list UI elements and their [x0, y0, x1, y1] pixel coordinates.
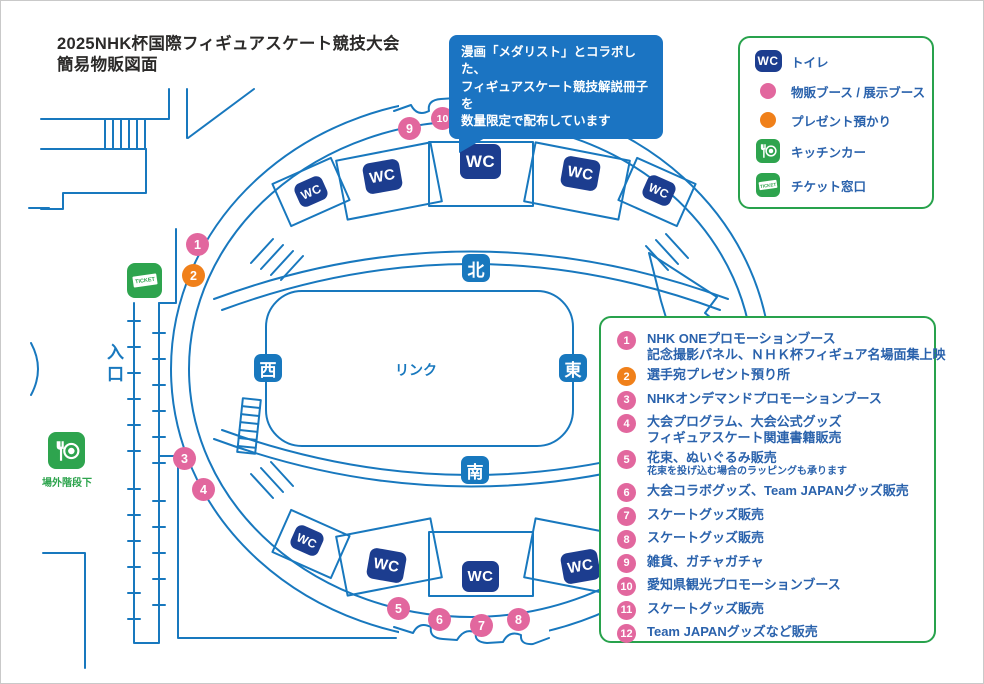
map-marker-8: 8: [507, 608, 530, 631]
ticket-window-icon: TICKET: [756, 173, 780, 197]
booth-list-item-6: 6 大会コラボグッズ、Team JAPANグッズ販売: [617, 483, 922, 503]
direction-badge-north: 北: [462, 254, 490, 282]
booth-list-item-3: 3 NHKオンデマンドプロモーションブース: [617, 390, 922, 410]
booth-number-badge: 5: [617, 450, 636, 470]
page-title-line1: 2025NHK杯国際フィギュアスケート競技大会: [57, 35, 400, 53]
callout-pointer: [459, 138, 485, 154]
callout-line: 漫画「メダリスト」とコラボした、: [461, 45, 637, 77]
booth-list-box: 1 NHK ONEプロモーションブース記念撮影パネル、ＮＨＫ杯フィギュア名場面集…: [599, 316, 945, 644]
direction-badge-east: 東: [559, 354, 587, 382]
wc-icon: WC: [754, 50, 782, 72]
legend-label: プレゼント預かり: [791, 114, 892, 129]
booth-number-badge: 10: [617, 577, 636, 597]
legend-item-merch-booth: 物販ブース / 展示ブース: [752, 82, 926, 101]
legend-item-gift-drop: プレゼント預かり: [752, 111, 922, 130]
map-marker-4: 4: [192, 478, 215, 501]
booth-number-badge: 3: [617, 390, 636, 410]
legend-label: キッチンカー: [791, 145, 867, 160]
booth-list-item-2: 2 選手宛プレゼント預り所: [617, 367, 922, 387]
direction-badge-west: 西: [254, 354, 282, 382]
booth-number-badge: 11: [617, 600, 636, 620]
map-marker-1: 1: [186, 233, 209, 256]
wc-icon: WC: [559, 548, 602, 585]
booth-list-item-9: 9 雑貨、ガチャガチャ: [617, 553, 922, 573]
booth-list-item-10: 10 愛知県観光プロモーションブース: [617, 577, 922, 597]
collab-callout: 漫画「メダリスト」とコラボした、 フィギュアスケート競技解説冊子を 数量限定で配…: [449, 35, 663, 154]
booth-number-badge: 6: [617, 483, 636, 503]
booth-number-badge: 9: [617, 553, 636, 573]
merch-booth-dot-icon: [760, 83, 776, 100]
callout-line: 数量限定で配布しています: [461, 114, 611, 128]
wc-icon: WC: [559, 155, 602, 192]
legend-label: トイレ: [791, 55, 829, 70]
kitchen-car-icon: [756, 139, 780, 164]
map-marker-7: 7: [470, 614, 493, 637]
map-marker-6: 6: [428, 608, 451, 631]
legend-label: 物販ブース / 展示ブース: [791, 85, 926, 100]
booth-number-badge: 2: [617, 367, 636, 387]
map-marker-3: 3: [173, 447, 196, 470]
booth-list-item-11: 11 スケートグッズ販売: [617, 600, 922, 620]
callout-line: フィギュアスケート競技解説冊子を: [461, 79, 649, 111]
wc-icon: WC: [361, 158, 404, 195]
map-marker-2: 2: [182, 264, 205, 287]
booth-list-item-5: 5 花束、ぬいぐるみ販売花束を投げ込む場合のラッピングも承ります: [617, 450, 922, 478]
booth-list-item-1: 1 NHK ONEプロモーションブース記念撮影パネル、ＮＨＫ杯フィギュア名場面集…: [617, 331, 945, 363]
page-title: 2025NHK杯国際フィギュアスケート競技大会 簡易物販図面: [57, 34, 400, 75]
booth-list-item-12: 12 Team JAPANグッズなど販売: [617, 624, 922, 644]
booth-list-item-8: 8 スケートグッズ販売: [617, 530, 922, 550]
legend-box: WC トイレ 物販ブース / 展示ブース プレゼント預かり キッチンカー: [738, 36, 934, 209]
legend-item-kitchen-car: キッチンカー: [752, 139, 922, 164]
wc-icon: WC: [462, 561, 499, 592]
direction-badge-south: 南: [461, 456, 489, 484]
map-marker-9: 9: [398, 117, 421, 140]
entrance-label: 入口: [107, 343, 124, 385]
kitchen-car-icon: [48, 432, 85, 469]
legend-label: チケット窓口: [791, 179, 867, 194]
legend-item-ticket-window: TICKET チケット窓口: [752, 173, 922, 197]
rink-label: リンク: [395, 362, 437, 378]
booth-number-badge: 4: [617, 414, 636, 434]
booth-number-badge: 7: [617, 506, 636, 526]
booth-list-item-4: 4 大会プログラム、大会公式グッズフィギュアスケート関連書籍販売: [617, 414, 922, 446]
booth-number-badge: 8: [617, 530, 636, 550]
ticket-window-icon: TICKET: [127, 263, 162, 298]
booth-list-item-7: 7 スケートグッズ販売: [617, 506, 922, 526]
map-marker-10: 10: [431, 107, 454, 130]
page-title-line2: 簡易物販図面: [57, 55, 158, 74]
outside-stairs-label: 場外階段下: [42, 478, 92, 489]
legend-item-toilet: WC トイレ: [752, 50, 922, 72]
gift-drop-dot-icon: [760, 112, 776, 128]
booth-number-badge: 1: [617, 331, 636, 350]
map-marker-5: 5: [387, 597, 410, 620]
wc-icon: WC: [365, 547, 408, 584]
booth-number-badge: 12: [617, 624, 636, 644]
